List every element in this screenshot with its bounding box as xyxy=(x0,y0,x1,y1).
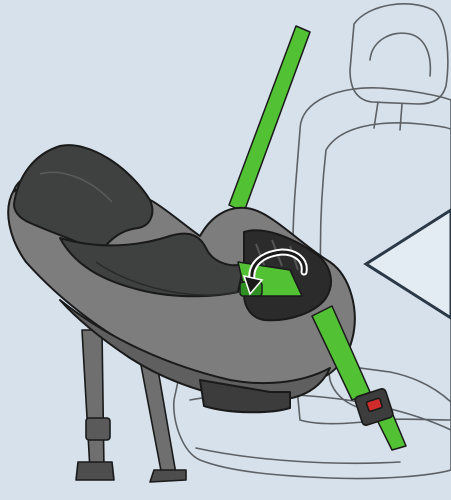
support-leg-adjuster xyxy=(86,418,110,440)
support-leg-foot xyxy=(76,462,114,480)
support-leg-strut-foot xyxy=(150,470,186,482)
